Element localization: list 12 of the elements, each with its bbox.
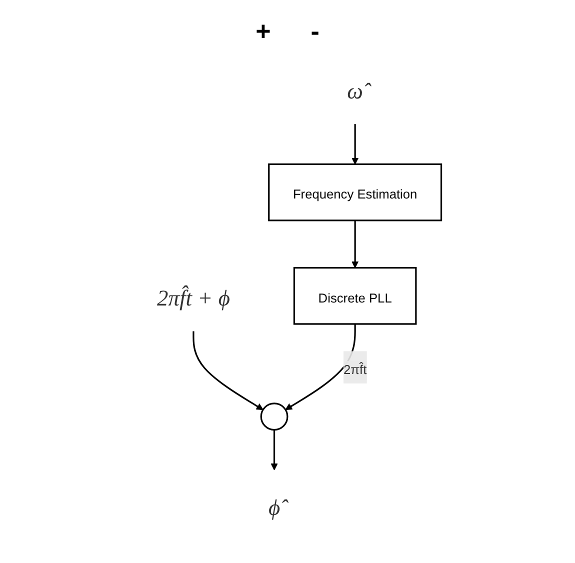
node-text: 2πf̂t + ϕ: [157, 286, 230, 312]
sign-label: -: [310, 16, 320, 47]
node-box: Discrete PLL: [294, 266, 418, 325]
node-circle: [260, 402, 289, 431]
arrow: [352, 220, 360, 268]
sign-label: +: [256, 16, 271, 47]
arrow: [286, 324, 356, 410]
arrow: [193, 331, 264, 410]
arrow: [352, 124, 360, 165]
arrow: [271, 430, 278, 470]
edge-label: 2πf̂t: [344, 363, 368, 377]
node-box: Frequency Estimation: [268, 163, 442, 222]
